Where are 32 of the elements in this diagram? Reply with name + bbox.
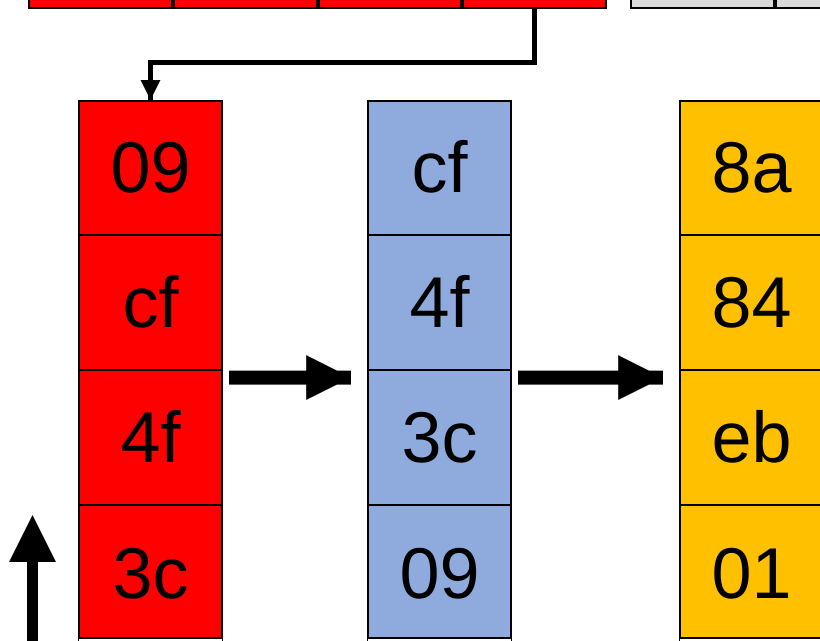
byte-value: 4f (120, 402, 181, 474)
byte-cell (679, 505, 820, 641)
cell-box (173, 0, 318, 9)
cell-box (462, 0, 607, 9)
byte-value: eb (711, 402, 792, 474)
byte-value: 84 (711, 266, 792, 338)
arrow (140, 9, 537, 100)
byte-cell (367, 505, 512, 641)
arrow (518, 355, 663, 400)
byte-cell (679, 235, 820, 370)
byte-value: 3c (112, 538, 189, 610)
byte-cell (367, 235, 512, 370)
byte-cell (367, 370, 512, 505)
byte-value: 01 (711, 538, 792, 610)
byte-value: 09 (399, 538, 480, 610)
byte-value: cf (411, 132, 468, 204)
byte-cell (78, 235, 223, 370)
byte-cell (78, 505, 223, 641)
byte-value: 4f (409, 266, 470, 338)
byte-value: 3c (401, 402, 478, 474)
byte-value: 8a (711, 132, 792, 204)
byte-column (367, 100, 512, 639)
byte-cell (679, 370, 820, 505)
cell-box (630, 0, 775, 9)
byte-value: 09 (110, 132, 191, 204)
cell-box (28, 0, 173, 9)
byte-column (78, 100, 223, 639)
cell-box (318, 0, 462, 9)
byte-column (679, 100, 820, 639)
byte-cell (78, 370, 223, 505)
arrow (229, 355, 351, 400)
byte-value: cf (122, 266, 178, 338)
